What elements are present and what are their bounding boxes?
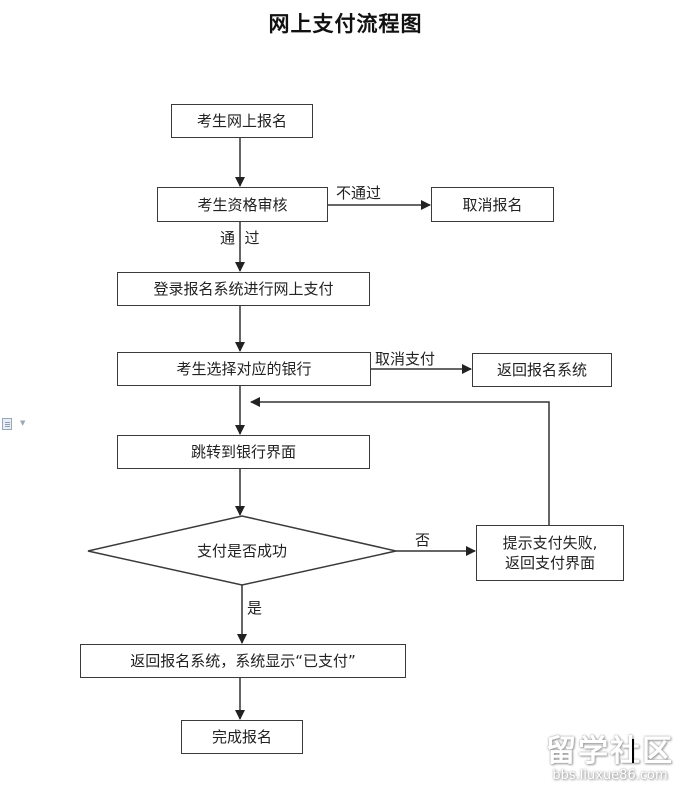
arrow-failed-back-to-jump <box>250 397 550 525</box>
node-online-register: 考生网上报名 <box>171 104 313 138</box>
node-payment-failed-line2: 返回支付界面 <box>504 554 595 572</box>
edge-label-not-passed: 不通过 <box>336 184 382 202</box>
page-title: 网上支付流程图 <box>268 12 423 36</box>
node-cancel-registration-label: 取消报名 <box>462 195 523 214</box>
edge-label-yes: 是 <box>247 599 263 617</box>
edge-label-cancel-payment: 取消支付 <box>375 350 436 368</box>
document-icon[interactable] <box>2 418 12 430</box>
node-login-pay: 登录报名系统进行网上支付 <box>117 272 370 306</box>
watermark-url: bbs.liuxue86.com <box>552 768 668 783</box>
node-return-system-label: 返回报名系统 <box>496 361 587 379</box>
node-login-pay-label: 登录报名系统进行网上支付 <box>153 280 334 298</box>
dropdown-caret-icon[interactable]: ▼ <box>20 419 26 427</box>
decision-label: 支付是否成功 <box>196 542 287 560</box>
edge-label-no: 否 <box>415 531 431 549</box>
node-qualification-review: 考生资格审核 <box>157 187 328 222</box>
node-complete: 完成报名 <box>181 720 303 754</box>
edge-label-passed: 通 过 <box>220 229 260 247</box>
text-cursor <box>632 739 634 763</box>
node-return-system: 返回报名系统 <box>472 353 612 387</box>
node-choose-bank-label: 考生选择对应的银行 <box>176 360 312 378</box>
watermark-main: 留学社区 <box>546 734 674 769</box>
node-jump-bank-label: 跳转到银行界面 <box>190 443 296 461</box>
node-cancel-registration: 取消报名 <box>431 187 554 222</box>
node-online-register-label: 考生网上报名 <box>196 112 287 130</box>
node-payment-failed-line1: 提示支付失败, <box>502 534 598 552</box>
node-return-paid-label: 返回报名系统，系统显示“已支付” <box>130 652 356 670</box>
node-payment-failed: 提示支付失败, 返回支付界面 <box>476 525 624 581</box>
node-jump-bank: 跳转到银行界面 <box>117 435 370 469</box>
node-complete-label: 完成报名 <box>211 728 272 746</box>
node-choose-bank: 考生选择对应的银行 <box>117 352 371 386</box>
node-qualification-review-label: 考生资格审核 <box>197 195 288 214</box>
watermark-logo: 留学社区 bbs.liuxue86.com <box>535 735 685 783</box>
node-return-paid: 返回报名系统，系统显示“已支付” <box>80 644 406 678</box>
